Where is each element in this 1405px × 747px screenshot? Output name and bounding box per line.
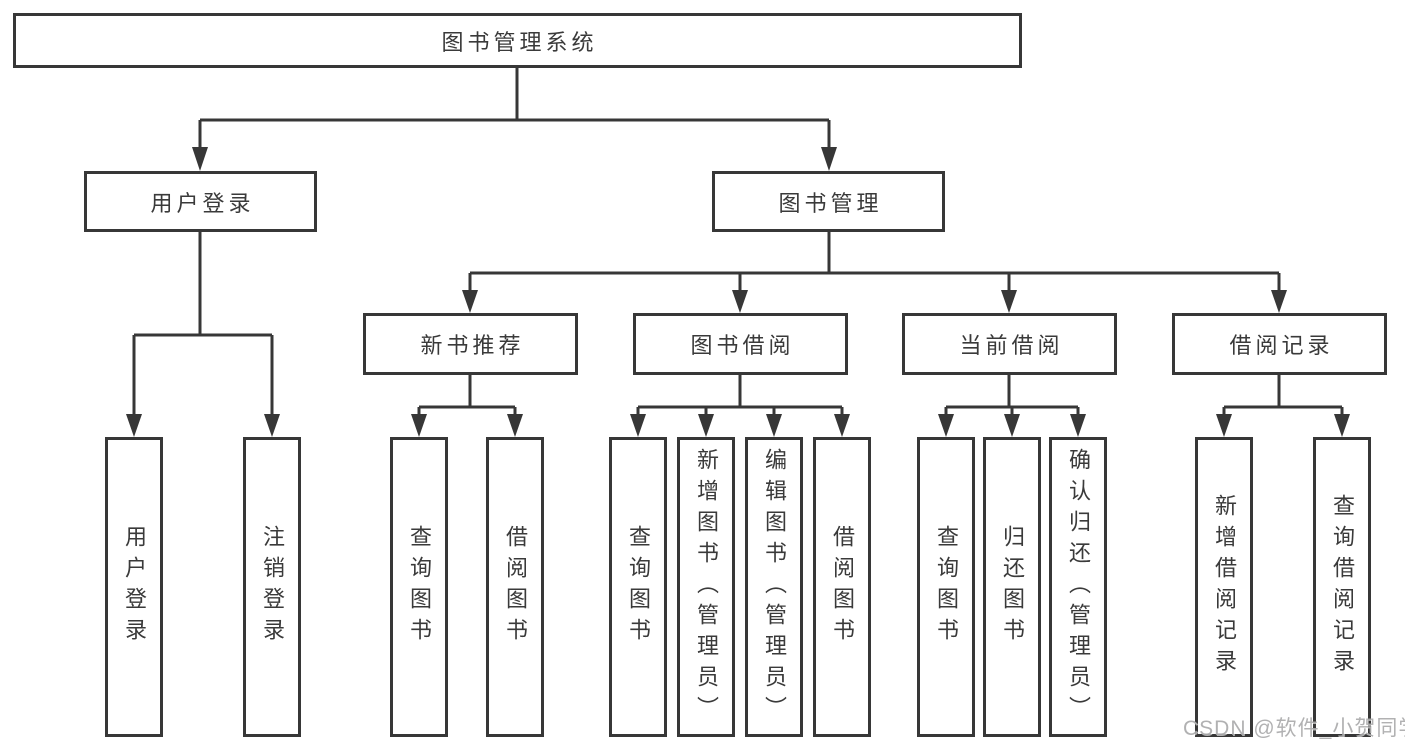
leaf-user-login-label: 用户登录 — [122, 525, 147, 649]
leaf-br-add-record-label: 新增借阅记录 — [1212, 494, 1237, 680]
leaf-bb-borrow-books: 借阅图书 — [813, 437, 871, 737]
node-borrow-records: 借阅记录 — [1172, 313, 1387, 375]
leaf-cb-return-books-label: 归还图书 — [1000, 525, 1025, 649]
node-root-label: 图书管理系统 — [441, 29, 598, 55]
node-new-book-recommend: 新书推荐 — [363, 313, 578, 375]
leaf-bb-edit-books-admin-label: 编辑图书（管理员） — [762, 447, 787, 727]
node-new-book-recommend-label: 新书推荐 — [420, 333, 525, 358]
node-book-management: 图书管理 — [712, 171, 945, 232]
leaf-bb-borrow-books-label: 借阅图书 — [830, 525, 855, 649]
leaf-bb-add-books-admin: 新增图书（管理员） — [677, 437, 735, 737]
leaf-rec-borrow-books-label: 借阅图书 — [503, 525, 528, 649]
leaf-logout-label: 注销登录 — [260, 525, 285, 649]
leaf-user-login: 用户登录 — [105, 437, 163, 737]
leaf-rec-query-books-label: 查询图书 — [407, 525, 432, 649]
node-book-borrowing: 图书借阅 — [633, 313, 848, 375]
node-borrow-records-label: 借阅记录 — [1229, 333, 1334, 358]
node-current-borrowing: 当前借阅 — [902, 313, 1117, 375]
leaf-br-add-record: 新增借阅记录 — [1195, 437, 1253, 737]
node-book-borrowing-label: 图书借阅 — [690, 333, 795, 358]
node-root: 图书管理系统 — [13, 13, 1022, 68]
leaf-cb-confirm-return-admin-label: 确认归还（管理员） — [1066, 447, 1091, 727]
leaf-cb-query-books-label: 查询图书 — [934, 525, 959, 649]
leaf-cb-confirm-return-admin: 确认归还（管理员） — [1049, 437, 1107, 737]
csdn-watermark: CSDN @软件_小贺同学 — [1183, 717, 1405, 740]
node-current-borrowing-label: 当前借阅 — [959, 333, 1064, 358]
leaf-bb-edit-books-admin: 编辑图书（管理员） — [745, 437, 803, 737]
leaf-rec-borrow-books: 借阅图书 — [486, 437, 544, 737]
leaf-cb-query-books: 查询图书 — [917, 437, 975, 737]
leaf-br-query-record-label: 查询借阅记录 — [1330, 494, 1355, 680]
leaf-rec-query-books: 查询图书 — [390, 437, 448, 737]
leaf-bb-query-books-label: 查询图书 — [626, 525, 651, 649]
leaf-bb-add-books-admin-label: 新增图书（管理员） — [694, 447, 719, 727]
leaf-bb-query-books: 查询图书 — [609, 437, 667, 737]
leaf-logout: 注销登录 — [243, 437, 301, 737]
node-user-login-label: 用户登录 — [150, 190, 255, 216]
leaf-cb-return-books: 归还图书 — [983, 437, 1041, 737]
node-book-management-label: 图书管理 — [778, 190, 883, 216]
leaf-br-query-record: 查询借阅记录 — [1313, 437, 1371, 737]
node-user-login: 用户登录 — [84, 171, 317, 232]
